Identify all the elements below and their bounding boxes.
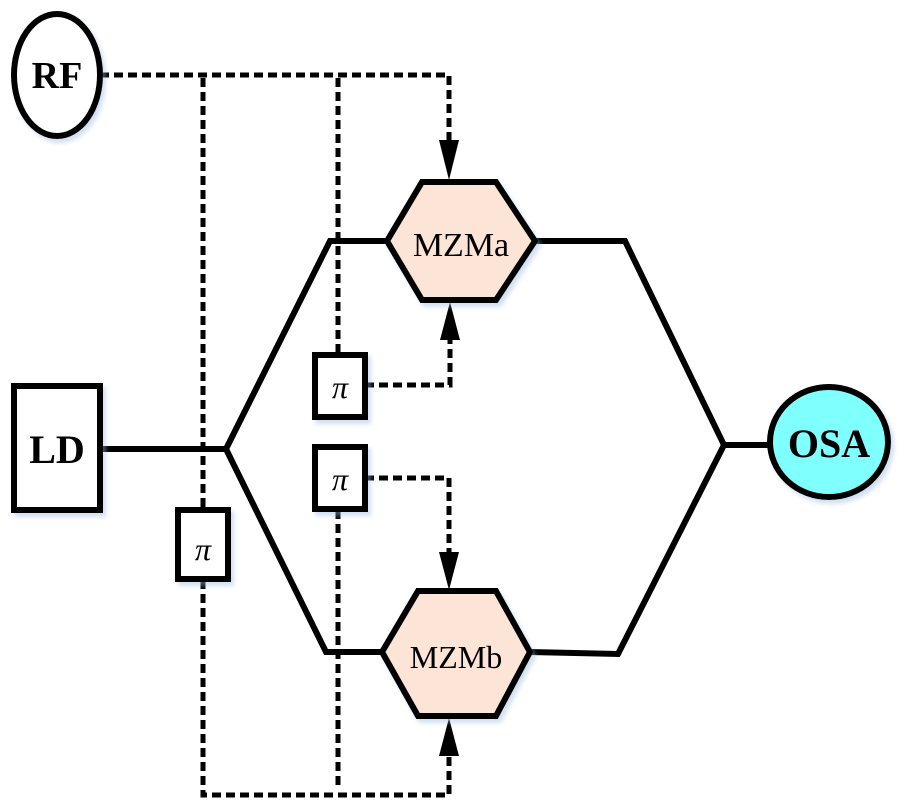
- pi-b-to-mzmb-line: [365, 475, 452, 570]
- splitter-upper-arm: [223, 238, 387, 451]
- laser-diode[interactable]: [11, 383, 103, 513]
- mzma-modulator[interactable]: [383, 179, 539, 303]
- pi-c-label: π: [195, 531, 212, 567]
- mzmb-output-arm: [529, 443, 727, 658]
- mzma-label: MZMa: [413, 227, 509, 264]
- mzmb-modulator[interactable]: [378, 588, 534, 719]
- pi-a-to-mzma-line: [365, 320, 453, 388]
- arrow-mzma-bottom-icon: [440, 302, 460, 340]
- osa-analyzer[interactable]: [767, 384, 891, 500]
- pi-c-to-mzmb-line: [200, 580, 452, 798]
- pi-a-label: π: [332, 369, 349, 405]
- pi-b-label: π: [332, 461, 349, 497]
- rf-source[interactable]: [11, 11, 103, 139]
- rf-line-main: [100, 72, 452, 162]
- ld-label: LD: [29, 427, 85, 472]
- phase-shifter-a[interactable]: [312, 352, 368, 420]
- mzma-output-arm: [535, 238, 727, 447]
- phase-shifter-c[interactable]: [175, 507, 231, 582]
- rf-label: RF: [32, 55, 83, 97]
- phase-shifter-b[interactable]: [312, 444, 368, 512]
- mzmb-label: MZMb: [410, 639, 502, 675]
- osa-label: OSA: [788, 421, 870, 466]
- splitter-lower-arm: [223, 447, 382, 655]
- arrow-mzmb-top-icon: [439, 552, 459, 590]
- arrow-mzma-top-icon: [439, 140, 459, 180]
- arrow-mzmb-bottom-icon: [439, 718, 459, 756]
